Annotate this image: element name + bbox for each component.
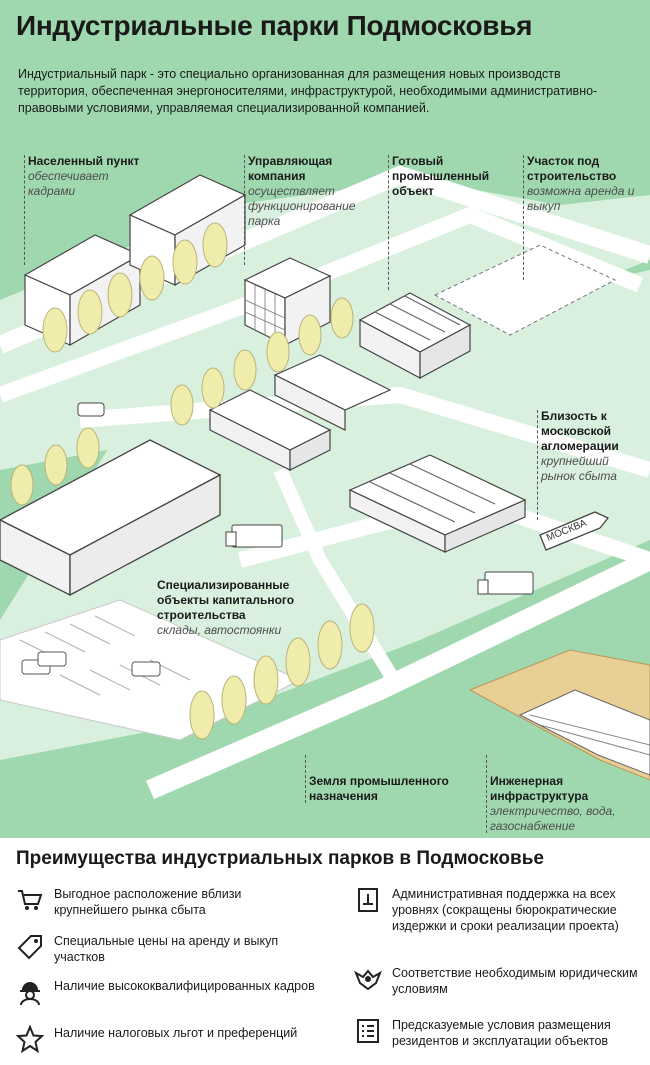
advantage-text: Специальные цены на аренду и выкуп участ… [54,934,279,964]
label-capital-sub: склады, автостоянки [157,623,282,637]
leader-line [537,410,538,520]
advantage-item: Предсказуемые условия размещения резиден… [354,1017,639,1049]
leader-line [388,155,389,290]
page-title: Индустриальные парки Подмосковья [16,10,533,41]
warehouse [0,439,222,597]
advantage-item: Выгодное расположение вблизи крупнейшего… [16,886,316,918]
star-icon [15,1024,46,1055]
label-infra-heading: Инженерная инфраструктура [490,774,589,803]
label-capital-heading: Специализированные объекты капитального … [157,578,295,622]
advantage-item: Наличие налоговых льгот и преференций [15,1024,316,1055]
advantages-title: Преимущества индустриальных парков в Под… [16,848,544,869]
label-ready-object: Готовый промышленный объект [392,154,497,199]
leader-line [244,155,245,265]
infrastructure-trench [468,649,650,781]
label-moscow: Близость к московской агломерации крупне… [541,409,646,484]
truck-2 [477,571,534,595]
advantage-item: Наличие высококвалифицированных кадров [16,978,316,1008]
car [77,402,105,417]
advantage-item: Административная поддержка на всех уровн… [354,886,639,934]
truck-1 [225,524,283,548]
label-settlement: Населенный пункт обеспечивает кадрами [28,154,158,199]
leader-line [305,755,306,803]
label-plot-heading: Участок под строительство [527,154,617,183]
label-management-heading: Управляющая компания [248,154,333,183]
checklist-icon [354,1017,384,1047]
road-lower-diagonal [0,206,644,403]
leader-line [523,155,524,280]
leader-line [24,155,25,265]
shopping-cart-icon [16,886,46,916]
advantage-text: Наличие налоговых льгот и преференций [54,1026,298,1040]
road-vertical [273,467,406,694]
advantage-text: Наличие высококвалифицированных кадров [54,979,315,993]
trees [10,222,375,740]
label-moscow-sub: крупнейший рынок сбыта [541,454,617,483]
advantage-text: Соответствие необходимым юридическим усл… [392,966,638,996]
building-emblem-icon [354,886,384,916]
factory-block-east [348,454,527,553]
advantage-text: Предсказуемые условия размещения резиден… [392,1018,611,1048]
label-settlement-heading: Населенный пункт [28,154,140,168]
price-tag-icon [16,933,46,963]
label-capital: Специализированные объекты капитального … [157,578,307,638]
factory-block-center [208,354,392,471]
advantage-text: Выгодное расположение вблизи крупнейшего… [54,887,242,917]
label-management: Управляющая компания осуществляет функци… [248,154,368,229]
construction-plot [433,244,617,336]
advantage-item: Соответствие необходимым юридическим усл… [354,965,639,997]
road-highway [146,550,650,800]
advantage-text: Административная поддержка на всех уровн… [392,887,619,933]
label-settlement-sub: обеспечивает кадрами [28,169,109,198]
advantages-section: Преимущества индустриальных парков в Под… [0,838,650,1065]
label-plot: Участок под строительство возможна аренд… [527,154,647,214]
label-ready-object-heading: Готовый промышленный объект [392,154,490,198]
industrial-park-illustration: МОСКВА [0,165,650,800]
label-infra: Инженерная инфраструктура электричество,… [490,774,635,834]
label-management-sub: осуществляет функционирование парка [248,184,356,228]
worker-helmet-icon [16,978,46,1008]
label-land-heading: Земля промышленного назначения [309,774,449,803]
ready-industrial-building [358,292,472,380]
parked-cars [21,651,161,677]
intro-text: Индустриальный парк - это специально орг… [18,67,598,115]
leader-line [486,755,487,833]
label-land: Земля промышленного назначения [309,774,464,804]
eagle-emblem-icon [354,965,384,995]
label-moscow-heading: Близость к московской агломерации [541,409,619,453]
label-plot-sub: возможна аренда и выкуп [527,184,635,213]
advantage-item: Специальные цены на аренду и выкуп участ… [16,933,316,965]
label-infra-sub: электричество, вода, газоснабжение [490,804,616,833]
